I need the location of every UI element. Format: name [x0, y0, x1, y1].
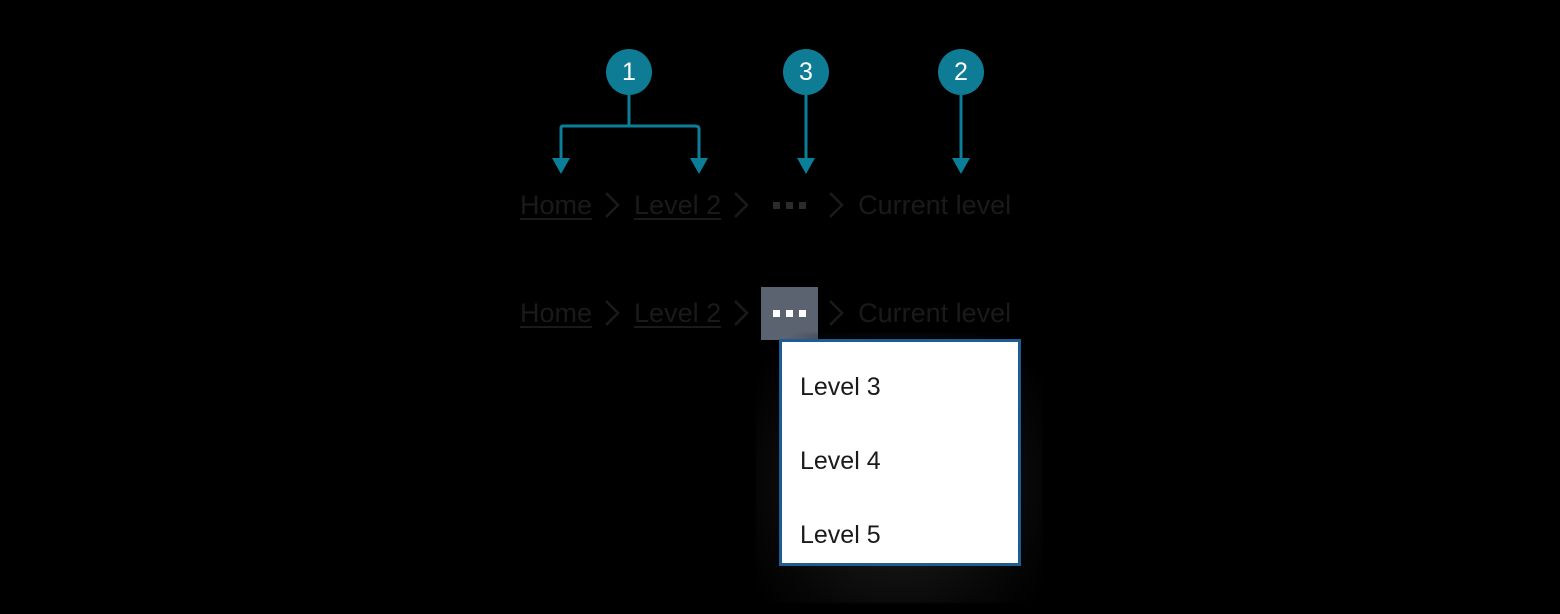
breadcrumb-default: Home Level 2 Current level: [518, 183, 1013, 227]
ellipsis-dot-icon: [773, 201, 781, 209]
chevron-right-icon: [723, 192, 761, 218]
callout-badge-2: 2: [938, 49, 984, 95]
chevron-right-icon: [723, 300, 761, 326]
ellipsis-dot-icon: [799, 309, 807, 317]
callout-badge-3: 3: [783, 49, 829, 95]
ellipsis-dot-icon: [786, 201, 794, 209]
breadcrumb-link-level-2[interactable]: Level 2: [634, 189, 722, 220]
chevron-right-icon: [594, 192, 632, 218]
breadcrumb-link-home[interactable]: Home: [520, 189, 593, 220]
chevron-right-icon: [594, 300, 632, 326]
breadcrumb-link-home[interactable]: Home: [520, 297, 593, 328]
breadcrumb-expanded: Home Level 2 Current level: [518, 286, 1013, 340]
breadcrumb-overflow-button[interactable]: [761, 183, 818, 227]
flyout-menu-item-level-4[interactable]: Level 4: [800, 447, 881, 475]
ellipsis-dot-icon: [773, 309, 781, 317]
chevron-right-icon: [818, 300, 856, 326]
ellipsis-dot-icon: [799, 201, 807, 209]
flyout-menu-item-level-3[interactable]: Level 3: [800, 373, 881, 401]
breadcrumb-overflow-button-active[interactable]: [761, 286, 819, 340]
flyout-menu-item-level-5[interactable]: Level 5: [800, 521, 881, 549]
breadcrumb-overflow-flyout: Level 3 Level 4 Level 5: [779, 339, 1021, 566]
breadcrumb-link-level-2[interactable]: Level 2: [634, 297, 722, 328]
breadcrumb-current-level: Current level: [858, 297, 1012, 328]
chevron-right-icon: [818, 192, 856, 218]
ellipsis-dot-icon: [786, 309, 794, 317]
breadcrumb-current-level: Current level: [858, 189, 1012, 220]
callout-badge-1: 1: [606, 49, 652, 95]
